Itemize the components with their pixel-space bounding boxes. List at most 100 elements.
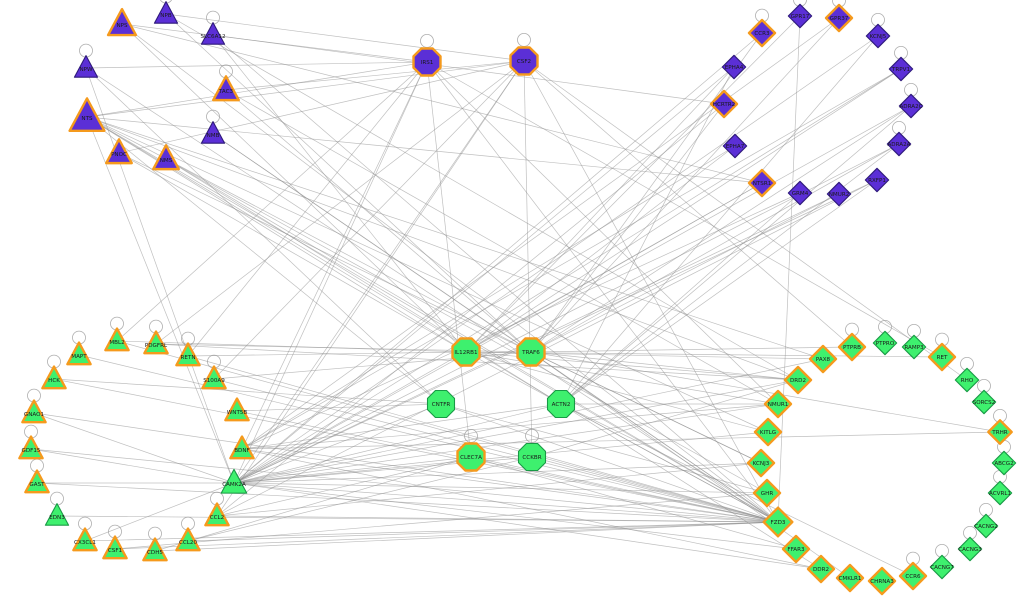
node-wnt5b[interactable]: WNT5B <box>224 397 250 422</box>
node-gpr37[interactable]: GPR37 <box>824 3 854 33</box>
triangle-node-shape[interactable] <box>200 121 226 144</box>
node-slc6a12[interactable]: SLC6A12 <box>200 22 226 45</box>
node-cntfr[interactable]: CNTFR <box>426 389 456 419</box>
triangle-node-shape[interactable] <box>73 55 99 78</box>
diamond-node-shape[interactable] <box>753 417 783 447</box>
node-cacng7[interactable]: CACNG7 <box>929 554 955 580</box>
node-drd2[interactable]: DRD2 <box>783 365 813 395</box>
diamond-node-shape[interactable] <box>808 344 838 374</box>
node-trhr[interactable]: TRHR <box>987 419 1013 445</box>
diamond-node-shape[interactable] <box>763 389 793 419</box>
triangle-node-shape[interactable] <box>104 327 130 352</box>
node-cmklr1[interactable]: CMKLR1 <box>835 563 865 593</box>
diamond-node-shape[interactable] <box>747 168 777 198</box>
octagon-node-shape[interactable] <box>426 389 456 419</box>
diamond-node-shape[interactable] <box>746 448 776 478</box>
triangle-node-shape[interactable] <box>153 1 179 24</box>
diamond-node-shape[interactable] <box>783 365 813 395</box>
diamond-node-shape[interactable] <box>826 181 852 207</box>
node-nmb[interactable]: NMB <box>200 121 226 144</box>
node-epha7[interactable]: EPHA7 <box>722 133 748 159</box>
triangle-node-shape[interactable] <box>24 469 50 494</box>
node-ghr[interactable]: GHR <box>752 478 782 508</box>
diamond-node-shape[interactable] <box>709 89 739 119</box>
node-kitlg[interactable]: KITLG <box>753 417 783 447</box>
triangle-node-shape[interactable] <box>204 502 230 527</box>
diamond-node-shape[interactable] <box>886 131 912 157</box>
diamond-node-shape[interactable] <box>824 3 854 33</box>
diamond-node-shape[interactable] <box>864 167 890 193</box>
triangle-node-shape[interactable] <box>68 97 106 133</box>
triangle-node-shape[interactable] <box>44 503 70 526</box>
diamond-node-shape[interactable] <box>898 561 928 591</box>
node-ramp3[interactable]: RAMP3 <box>901 334 927 360</box>
diamond-node-shape[interactable] <box>721 54 747 80</box>
node-pax8[interactable]: PAX8 <box>808 344 838 374</box>
node-il12rb1[interactable]: IL12RB1 <box>451 337 481 367</box>
node-acvrl1[interactable]: ACVRL1 <box>987 480 1013 506</box>
node-ntsr1[interactable]: NTSR1 <box>747 168 777 198</box>
triangle-node-shape[interactable] <box>66 341 92 366</box>
diamond-node-shape[interactable] <box>901 334 927 360</box>
node-nps[interactable]: NPS <box>106 7 138 37</box>
diamond-node-shape[interactable] <box>872 330 898 356</box>
diamond-node-shape[interactable] <box>781 534 811 564</box>
diamond-node-shape[interactable] <box>837 332 867 362</box>
triangle-node-shape[interactable] <box>142 537 168 562</box>
node-hcrtr2[interactable]: HCRTR2 <box>709 89 739 119</box>
node-gdf15[interactable]: GDF15 <box>18 435 44 460</box>
diamond-node-shape[interactable] <box>867 566 897 596</box>
node-retn[interactable]: RETN <box>175 342 201 367</box>
diamond-node-shape[interactable] <box>722 133 748 159</box>
triangle-node-shape[interactable] <box>200 22 226 45</box>
diamond-node-shape[interactable] <box>888 56 914 82</box>
node-nts[interactable]: NTS <box>68 97 106 133</box>
node-adra2a[interactable]: ADRA2A <box>886 131 912 157</box>
node-kcnj3[interactable]: KCNJ3 <box>746 448 776 478</box>
triangle-node-shape[interactable] <box>229 435 255 460</box>
node-mbl2[interactable]: MBL2 <box>104 327 130 352</box>
node-gnao1[interactable]: GNAO1 <box>21 399 47 424</box>
node-cckbr[interactable]: CCKBR <box>517 442 547 472</box>
diamond-node-shape[interactable] <box>898 93 924 119</box>
node-ptpro[interactable]: PTPRO <box>872 330 898 356</box>
node-clec7a[interactable]: CLEC7A <box>456 442 486 472</box>
diamond-node-shape[interactable] <box>987 419 1013 445</box>
node-fzd3[interactable]: FZD3 <box>762 506 794 538</box>
node-npw[interactable]: NPW <box>73 55 99 78</box>
diamond-node-shape[interactable] <box>806 554 836 584</box>
triangle-node-shape[interactable] <box>152 144 180 171</box>
octagon-node-shape[interactable] <box>456 442 486 472</box>
node-hck[interactable]: HCK <box>41 365 67 390</box>
diamond-node-shape[interactable] <box>787 3 813 29</box>
node-rxfp1[interactable]: RXFP1 <box>864 167 890 193</box>
node-chrna3[interactable]: CHRNA3 <box>867 566 897 596</box>
node-cdh5[interactable]: CDH5 <box>142 537 168 562</box>
diamond-node-shape[interactable] <box>835 563 865 593</box>
diamond-node-shape[interactable] <box>987 480 1013 506</box>
triangle-node-shape[interactable] <box>72 527 98 552</box>
node-csf2[interactable]: CSF2 <box>509 46 539 76</box>
node-actn2[interactable]: ACTN2 <box>546 389 576 419</box>
triangle-node-shape[interactable] <box>143 330 169 355</box>
diamond-node-shape[interactable] <box>865 23 891 49</box>
triangle-node-shape[interactable] <box>105 138 133 165</box>
octagon-node-shape[interactable] <box>451 337 481 367</box>
diamond-node-shape[interactable] <box>747 18 777 48</box>
node-traf6[interactable]: TRAF6 <box>516 337 546 367</box>
diamond-node-shape[interactable] <box>787 180 813 206</box>
diamond-node-shape[interactable] <box>973 513 999 539</box>
octagon-node-shape[interactable] <box>517 442 547 472</box>
node-ddr2[interactable]: DDR2 <box>806 554 836 584</box>
node-edn3[interactable]: EDN3 <box>44 503 70 526</box>
node-tac3[interactable]: TAC3 <box>212 75 240 102</box>
triangle-node-shape[interactable] <box>21 399 47 424</box>
triangle-node-shape[interactable] <box>224 397 250 422</box>
node-cacng3[interactable]: CACNG3 <box>957 536 983 562</box>
triangle-node-shape[interactable] <box>18 435 44 460</box>
node-trpv1[interactable]: TRPV1 <box>888 56 914 82</box>
octagon-node-shape[interactable] <box>412 47 442 77</box>
diamond-node-shape[interactable] <box>762 506 794 538</box>
